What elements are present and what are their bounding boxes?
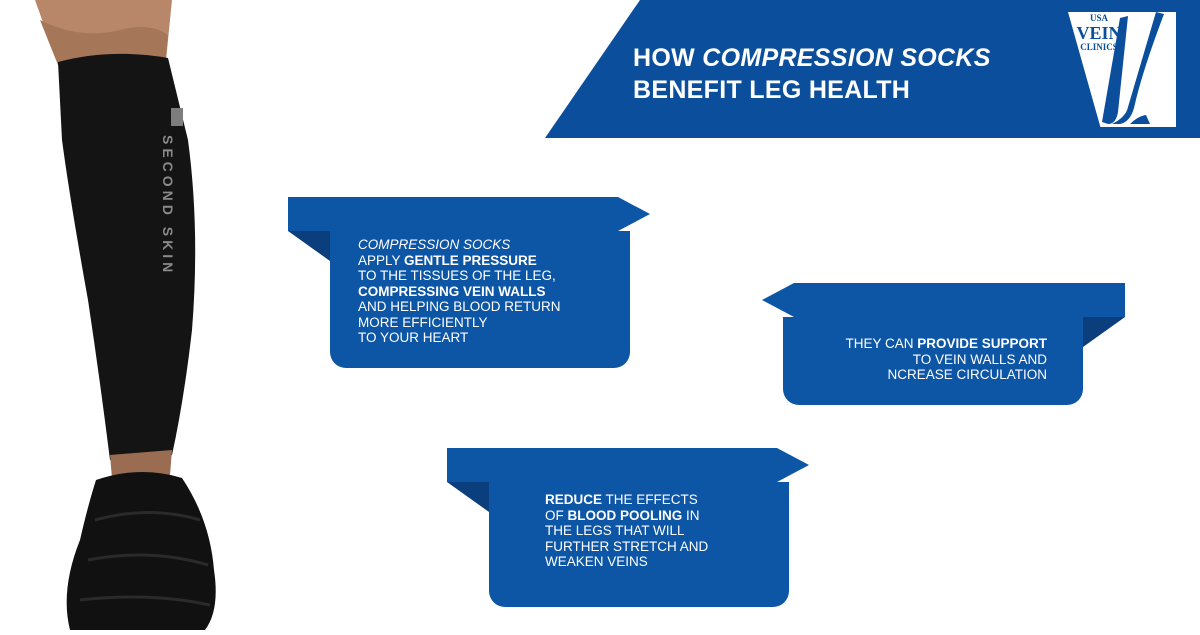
callout-2-line-2: TO VEIN WALLS AND	[912, 351, 1047, 367]
logo-clinics: CLINICS	[1080, 42, 1118, 52]
sleeve-logo-icon	[171, 108, 183, 126]
callout-3-line-2c: IN	[682, 507, 700, 523]
callout-1-line-1: COMPRESSION SOCKS	[358, 237, 511, 252]
title-line-2: BENEFIT LEG HEALTH	[633, 76, 911, 104]
callout-2-line-3: NCREASE CIRCULATION	[887, 367, 1047, 382]
page-title: HOW COMPRESSION SOCKS BENEFIT LEG HEALTH	[633, 42, 991, 106]
callout-2-line-1b: PROVIDE SUPPORT	[917, 336, 1047, 351]
logo-usa: USA	[1089, 13, 1108, 23]
callout-1-line-3: TO THE TISSUES OF THE LEG,	[358, 268, 556, 283]
callout-3-line-5: WEAKEN VEINS	[545, 554, 648, 569]
compression-sleeve-image	[35, 0, 216, 630]
callout-1-line-2a: APPLY	[358, 252, 405, 268]
title-emphasis: COMPRESSION SOCKS	[702, 44, 991, 72]
callout-1-line-7: TO YOUR HEART	[358, 330, 469, 345]
callout-1-line-4: COMPRESSING VEIN WALLS	[358, 283, 546, 299]
callout-1-header	[288, 197, 650, 231]
sleeve-text: SECOND SKIN	[160, 135, 176, 277]
callout-3-line-3: THE LEGS THAT WILL	[545, 523, 685, 538]
callout-1-line-2b: GENTLE PRESSURE	[404, 252, 537, 268]
callout-3-fold	[447, 482, 489, 512]
logo-wordmark: USA VEIN CLINICS	[1068, 14, 1130, 52]
trademark-symbol: ™	[1178, 4, 1186, 13]
callout-3-line-4: FURTHER STRETCH AND	[545, 538, 709, 554]
leg-illustration: SECOND SKIN	[0, 0, 230, 630]
callout-3-line-1a: REDUCE	[545, 492, 603, 507]
callout-1-line-6: MORE EFFICIENTLY	[358, 314, 488, 330]
callout-2-line-1a: THEY CAN	[845, 336, 918, 351]
callout-1: COMPRESSION SOCKS APPLY GENTLE PRESSURE …	[330, 231, 630, 368]
callout-2-fold	[1083, 317, 1125, 347]
logo-vein: VEIN	[1076, 23, 1122, 43]
callout-3-line-2b: BLOOD POOLING	[567, 507, 683, 523]
callout-1-line-5: AND HELPING BLOOD RETURN	[358, 299, 561, 314]
callout-1-fold	[288, 231, 330, 261]
callout-2-header	[762, 283, 1125, 317]
callout-3-line-1b: THE EFFECTS	[602, 492, 698, 507]
vein-leg-logo-icon	[1102, 12, 1164, 124]
callout-3: REDUCE THE EFFECTS OF BLOOD POOLING IN T…	[489, 482, 789, 607]
title-prefix: HOW	[633, 44, 703, 72]
callout-2: THEY CAN PROVIDE SUPPORT TO VEIN WALLS A…	[783, 317, 1083, 405]
callout-3-line-2a: OF	[545, 507, 568, 523]
callout-3-header	[447, 448, 809, 482]
